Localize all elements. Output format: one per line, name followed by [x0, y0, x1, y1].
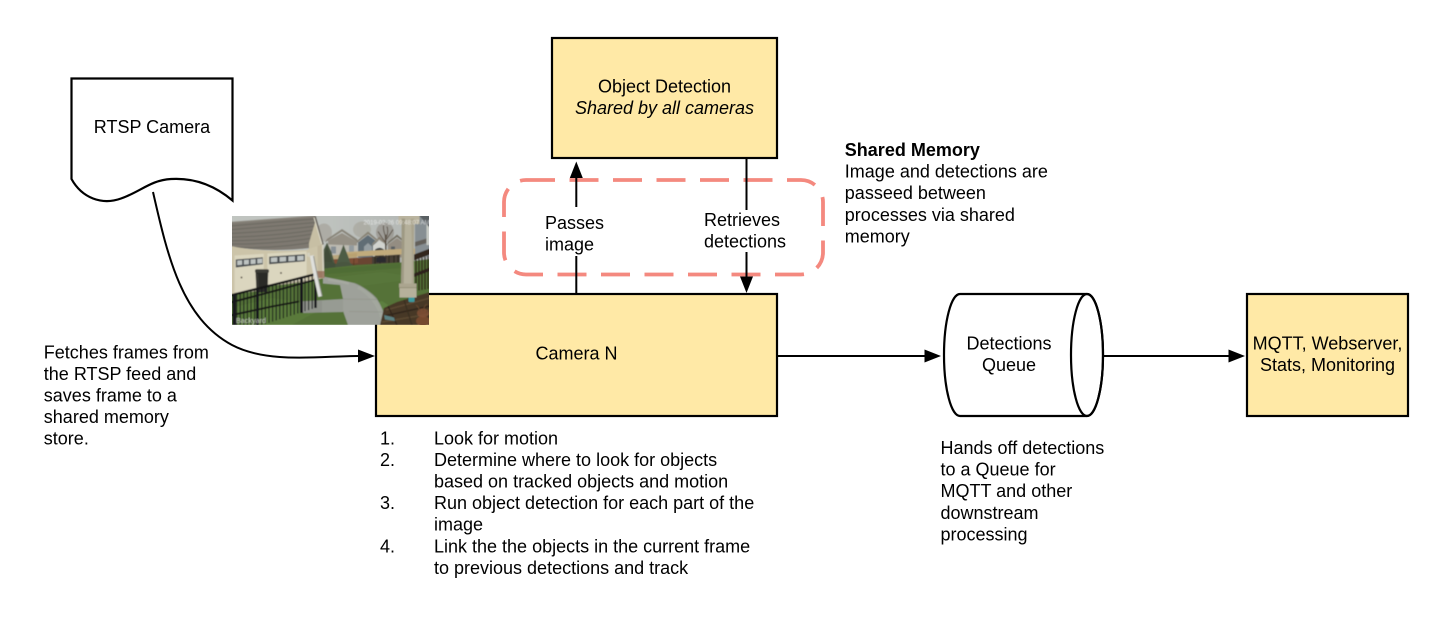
svg-text:Object Detection: Object Detection — [598, 77, 731, 97]
svg-text:Determine where to look for ob: Determine where to look for objects — [434, 450, 717, 470]
svg-text:Link the the objects in the cu: Link the the objects in the current fram… — [434, 536, 750, 556]
svg-text:based on tracked objects and m: based on tracked objects and motion — [434, 472, 728, 492]
svg-text:4.: 4. — [380, 536, 395, 556]
svg-text:2.: 2. — [380, 450, 395, 470]
svg-text:Shared Memory: Shared Memory — [845, 140, 980, 160]
svg-text:Fetches frames from: Fetches frames from — [44, 342, 209, 362]
svg-text:MQTT, Webserver,: MQTT, Webserver, — [1253, 334, 1403, 354]
svg-text:Stats, Monitoring: Stats, Monitoring — [1260, 355, 1395, 375]
svg-text:store.: store. — [44, 429, 89, 449]
svg-text:Hands off detections: Hands off detections — [941, 438, 1105, 458]
svg-text:saves frame to a: saves frame to a — [44, 386, 178, 406]
svg-text:image: image — [434, 515, 483, 535]
svg-text:Camera N: Camera N — [535, 344, 617, 364]
svg-text:Queue: Queue — [982, 355, 1036, 375]
svg-text:RTSP Camera: RTSP Camera — [94, 117, 211, 137]
svg-text:memory: memory — [845, 226, 910, 246]
svg-text:image: image — [545, 235, 594, 255]
svg-text:to previous detections and tra: to previous detections and track — [434, 558, 689, 578]
svg-text:detections: detections — [704, 232, 786, 252]
svg-text:Image and detections are: Image and detections are — [845, 162, 1048, 182]
svg-text:Retrieves: Retrieves — [704, 210, 780, 230]
svg-text:1.: 1. — [380, 428, 395, 448]
svg-text:processing: processing — [941, 524, 1028, 544]
svg-text:Passes: Passes — [545, 213, 604, 233]
svg-text:2019-02-26 09:48:07 AM: 2019-02-26 09:48:07 AM — [363, 221, 429, 227]
svg-text:passeed between: passeed between — [845, 183, 986, 203]
svg-text:Look for motion: Look for motion — [434, 428, 558, 448]
svg-text:Backyard: Backyard — [236, 316, 266, 325]
svg-text:shared memory: shared memory — [44, 407, 169, 427]
svg-text:downstream: downstream — [941, 503, 1039, 523]
svg-text:the RTSP feed and: the RTSP feed and — [44, 364, 196, 384]
svg-text:Shared by all cameras: Shared by all cameras — [575, 98, 754, 118]
svg-text:MQTT and other: MQTT and other — [941, 481, 1073, 501]
svg-text:Run object detection for each: Run object detection for each part of th… — [434, 493, 754, 513]
svg-text:3.: 3. — [380, 493, 395, 513]
svg-text:processes via shared: processes via shared — [845, 205, 1015, 225]
svg-text:Detections: Detections — [966, 334, 1051, 354]
svg-text:to a Queue for: to a Queue for — [941, 460, 1056, 480]
